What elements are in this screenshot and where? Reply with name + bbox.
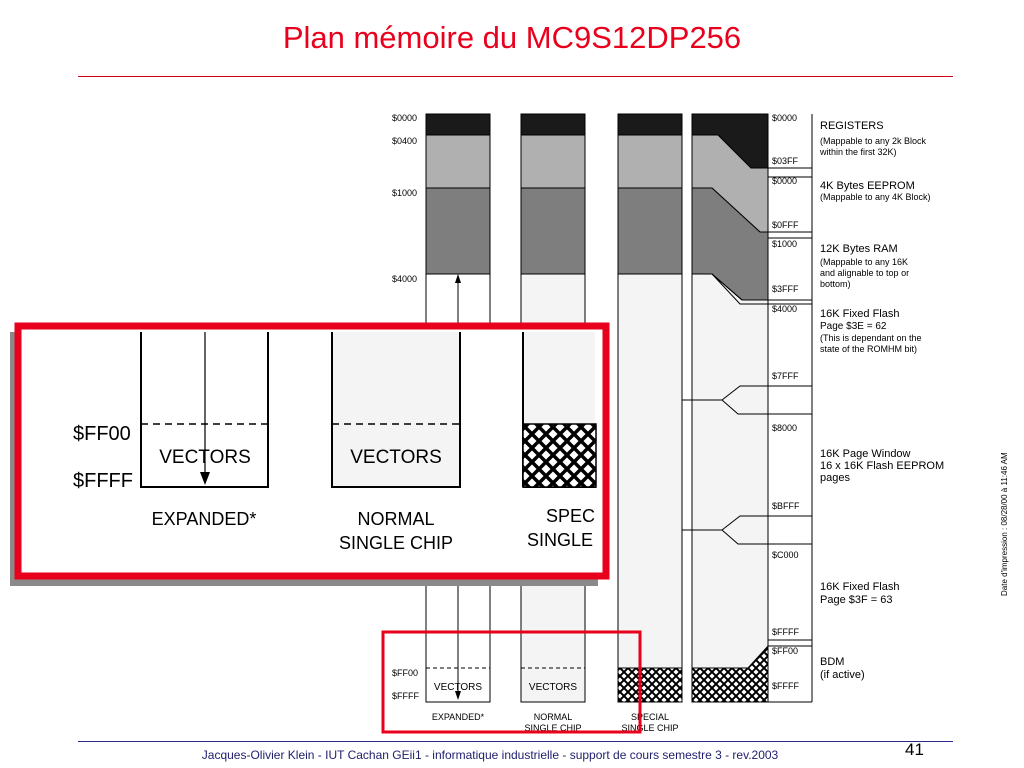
vectors-label: VECTORS xyxy=(529,682,577,693)
addr-label: $FFFF xyxy=(392,691,419,701)
addr-label: $FFFF xyxy=(772,627,799,637)
addr-label: $1000 xyxy=(772,239,797,249)
zoom-mode-label: EXPANDED* xyxy=(152,509,257,529)
addr-label: $3FFF xyxy=(772,284,799,294)
region-detail: and alignable to top or xyxy=(820,268,909,278)
region-title: 16K Fixed Flash xyxy=(820,308,899,320)
footer-rule xyxy=(78,741,953,742)
memory-column-detailed xyxy=(682,113,769,703)
region-detail: pages xyxy=(820,472,850,484)
region-detail: within the first 32K) xyxy=(819,147,897,157)
addr-label: $0400 xyxy=(392,136,417,146)
zoom-mode-label: SINGLE xyxy=(527,530,593,550)
zoom-vectors-label: VECTORS xyxy=(350,447,442,468)
addr-label: $0000 xyxy=(772,113,797,123)
addr-label: $7FFF xyxy=(772,371,799,381)
memory-column-special: SPECIAL SINGLE CHIP xyxy=(617,113,683,733)
vectors-label: VECTORS xyxy=(434,682,482,693)
zoom-addr-label: $FF00 xyxy=(73,423,131,445)
title-rule xyxy=(78,76,953,77)
zoom-vectors-label: VECTORS xyxy=(159,447,251,468)
addr-label: $4000 xyxy=(392,274,417,284)
right-address-labels: $0000 $03FF $0000 $0FFF $1000 $3FFF $400… xyxy=(768,113,813,703)
mode-label: NORMAL xyxy=(534,712,573,722)
addr-label: $C000 xyxy=(772,550,799,560)
addr-label: $03FF xyxy=(772,156,799,166)
mode-label: SPECIAL xyxy=(631,712,669,722)
region-detail: (if active) xyxy=(820,669,865,681)
region-detail: Page $3F = 63 xyxy=(820,594,892,606)
addr-label: $FF00 xyxy=(392,668,418,678)
page-number: 41 xyxy=(905,740,924,759)
region-detail: bottom) xyxy=(820,279,851,289)
region-detail: state of the ROMHM bit) xyxy=(820,344,917,354)
zoom-mode-label: SPEC xyxy=(546,506,595,526)
left-address-labels: $0000 $0400 $1000 $4000 $FF00 $FFFF xyxy=(392,113,419,701)
footer-text: Jacques-Olivier Klein - IUT Cachan GEii1… xyxy=(201,748,779,762)
region-detail: (This is dependant on the xyxy=(820,333,922,343)
addr-label: $BFFF xyxy=(772,501,800,511)
addr-label: $0FFF xyxy=(772,220,799,230)
slide-title: Plan mémoire du MC9S12DP256 xyxy=(282,20,742,55)
addr-label: $0000 xyxy=(772,176,797,186)
region-detail: (Mappable to any 16K xyxy=(820,257,908,267)
mode-label: SINGLE CHIP xyxy=(621,723,678,733)
addr-label: $FFFF xyxy=(772,681,799,691)
region-descriptions: REGISTERS (Mappable to any 2k Block with… xyxy=(819,120,944,681)
mode-label: SINGLE CHIP xyxy=(524,723,581,733)
zoom-mode-label: NORMAL xyxy=(357,509,434,529)
zoom-inset: $FF00 $FFFF VECTORS EXPANDED* VECTORS NO… xyxy=(10,322,610,586)
addr-label: $1000 xyxy=(392,188,417,198)
zoom-mode-label: SINGLE CHIP xyxy=(339,533,453,553)
region-detail: Page $3E = 62 xyxy=(820,321,887,332)
region-detail: (Mappable to any 4K Block) xyxy=(820,192,931,202)
addr-label: $4000 xyxy=(772,304,797,314)
mode-label: EXPANDED* xyxy=(432,712,485,722)
region-title: 12K Bytes RAM xyxy=(820,243,898,255)
highlight-box-small xyxy=(381,630,642,734)
print-date: Date d'impression : 08/28/00 à 11:46 AM xyxy=(1000,452,1009,596)
region-detail: 16 x 16K Flash EEPROM xyxy=(820,460,944,472)
addr-label: $0000 xyxy=(392,113,417,123)
addr-label: $8000 xyxy=(772,423,797,433)
region-title: 4K Bytes EEPROM xyxy=(820,180,915,192)
addr-label: $FF00 xyxy=(772,646,798,656)
region-detail: (Mappable to any 2k Block xyxy=(820,136,927,146)
region-title: 16K Page Window xyxy=(820,448,911,460)
region-title: REGISTERS xyxy=(820,120,884,132)
region-title: 16K Fixed Flash xyxy=(820,581,899,593)
region-title: BDM xyxy=(820,656,844,668)
zoom-addr-label: $FFFF xyxy=(73,470,133,492)
